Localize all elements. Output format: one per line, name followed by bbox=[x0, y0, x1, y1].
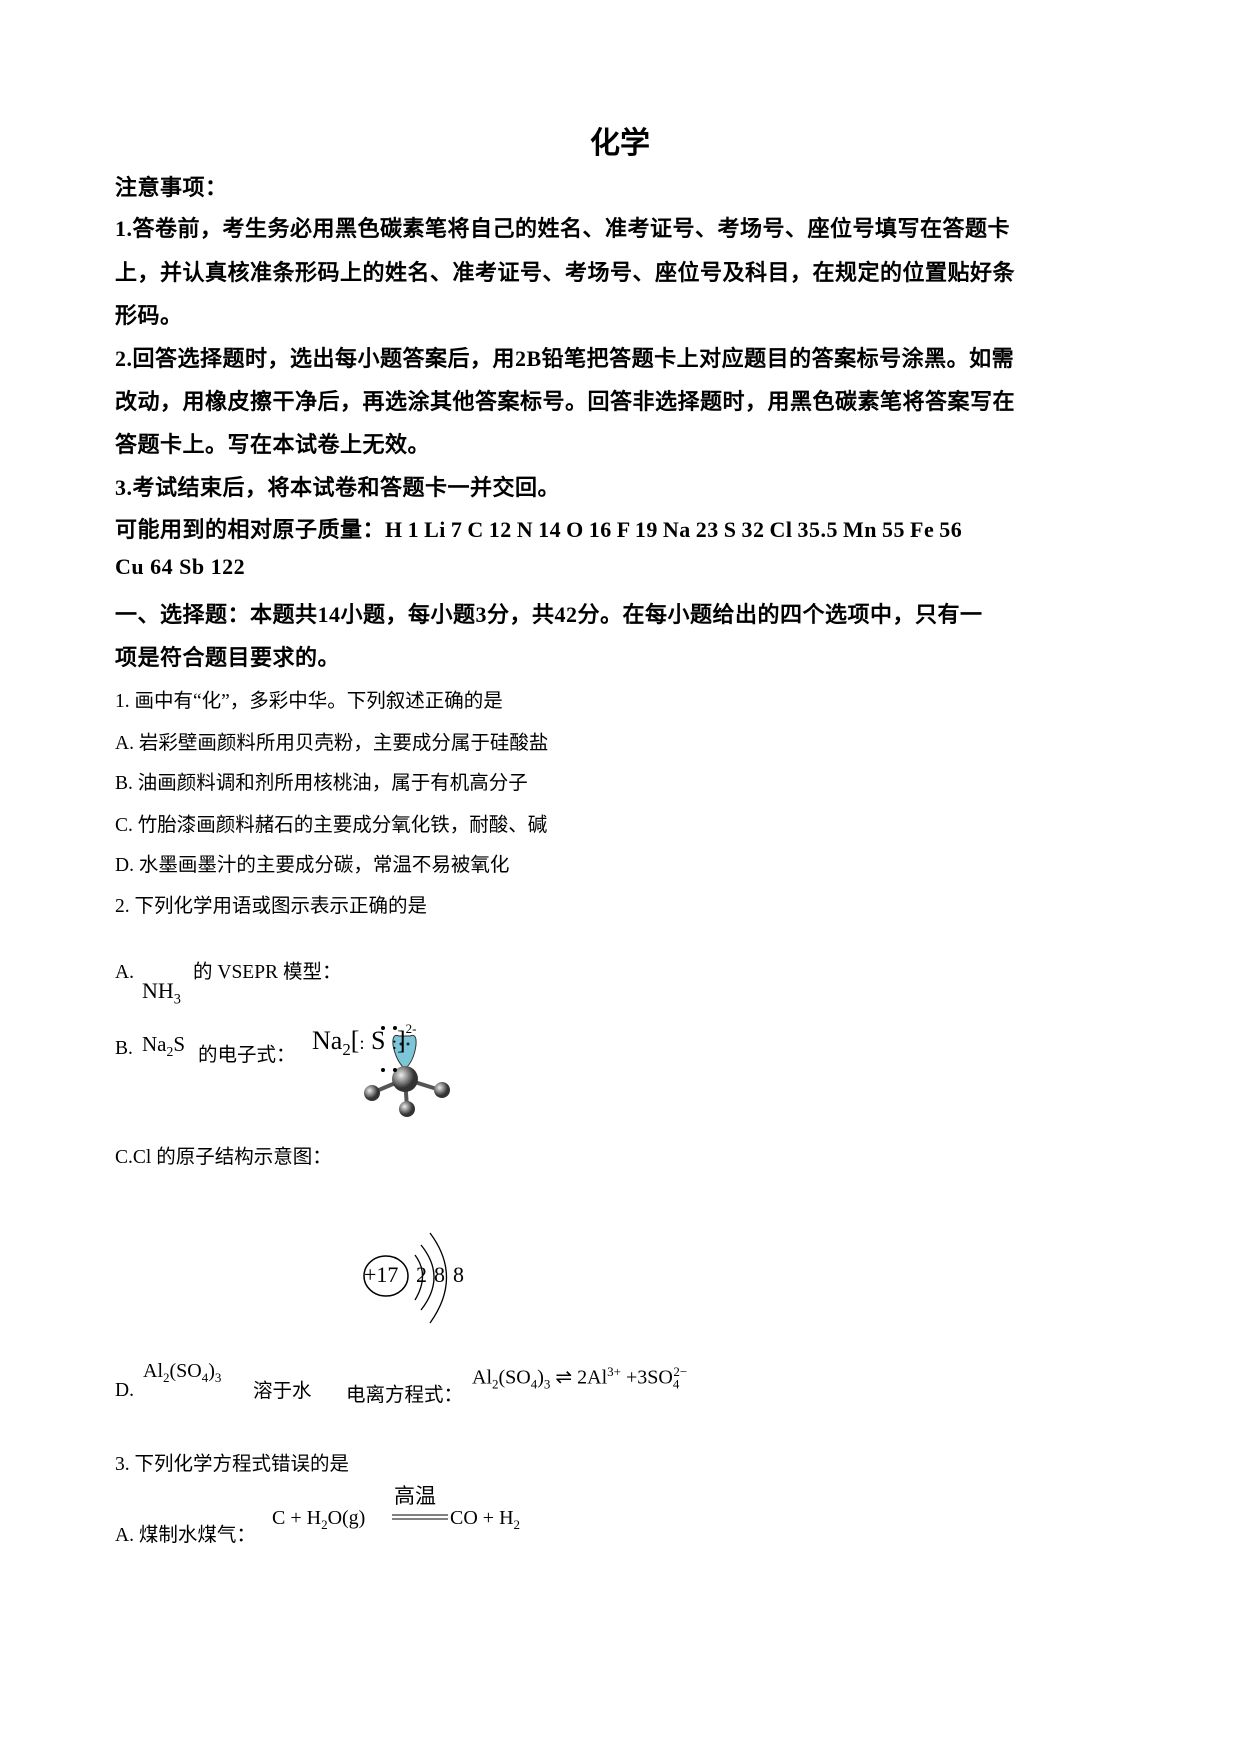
notice-line: 1.答卷前，考生务必用黑色碳素笔将自己的姓名、准考证号、考场号、座位号填写在答题… bbox=[115, 216, 1011, 241]
shell-electrons: 8 bbox=[453, 1262, 464, 1287]
ionization-equation: Al2(SO4)3 ⇌ 2Al3+ +3SO42− bbox=[472, 1364, 688, 1392]
atomic-masses: Cu 64 Sb 122 bbox=[115, 554, 246, 579]
option-a: A. 岩彩壁画颜料所用贝壳粉，主要成分属于硅酸盐 bbox=[115, 733, 549, 754]
ionization-label: 电离方程式： bbox=[346, 1385, 464, 1406]
notice-line: 改动，用橡皮擦干净后，再选涂其他答案标号。回答非选择题时，用黑色碳素笔将答案写在 bbox=[115, 389, 1016, 414]
dissolve-label: 溶于水 bbox=[253, 1381, 312, 1402]
option-label: D. bbox=[115, 1380, 134, 1401]
nh3-formula: NH3 bbox=[142, 978, 181, 1008]
reaction-condition: 高温 bbox=[394, 1484, 436, 1508]
shell-electrons: 8 bbox=[434, 1262, 445, 1287]
shell-electrons: 2 bbox=[416, 1262, 427, 1287]
notice-line: 上，并认真核准条形码上的姓名、准考证号、考场号、座位号及科目，在规定的位置贴好条 bbox=[115, 260, 1016, 285]
notice-heading: 注意事项： bbox=[115, 175, 228, 200]
al2so43-formula: Al2(SO4)3 bbox=[143, 1360, 222, 1385]
atomic-structure-label: C.Cl 的原子结构示意图： bbox=[115, 1147, 332, 1168]
section-heading: 项是符合题目要求的。 bbox=[115, 645, 341, 670]
question-1-stem: 1. 画中有“化”，多彩中华。下列叙述正确的是 bbox=[115, 691, 503, 712]
option-c: C. 竹胎漆画颜料赭石的主要成分氧化铁，耐酸、碱 bbox=[115, 815, 548, 836]
notice-line: 形码。 bbox=[115, 303, 183, 328]
electron-formula-label: 的电子式： bbox=[198, 1045, 296, 1066]
option-label: A. bbox=[115, 962, 134, 983]
option-a-label: A. 煤制水煤气： bbox=[115, 1525, 256, 1546]
notice-line: 2.回答选择题时，选出每小题答案后，用2B铅笔把答题卡上对应题目的答案标号涂黑。… bbox=[115, 346, 1015, 371]
option-b: B. 油画颜料调和剂所用核桃油，属于有机高分子 bbox=[115, 773, 528, 794]
notice-line: 3.考试结束后，将本试卷和答题卡一并交回。 bbox=[115, 475, 561, 500]
section-heading: 一、选择题：本题共14小题，每小题3分，共42分。在每小题给出的四个选项中，只有… bbox=[115, 602, 983, 627]
option-label: B. bbox=[115, 1038, 133, 1059]
na2s-electron-formula: Na2[: S :]2- bbox=[312, 1021, 417, 1060]
cl-atomic-structure-diagram bbox=[363, 1232, 448, 1324]
coal-gas-products: CO + H2 bbox=[450, 1507, 521, 1532]
coal-gas-equation: C + H2O(g) bbox=[272, 1507, 366, 1532]
nucleus-charge: +17 bbox=[364, 1262, 399, 1287]
option-d: D. 水墨画墨汁的主要成分碳，常温不易被氧化 bbox=[115, 855, 510, 876]
question-2-stem: 2. 下列化学用语或图示表示正确的是 bbox=[115, 896, 428, 917]
nh3-vsepr-model bbox=[364, 1034, 450, 1117]
vsepr-label: 的 VSEPR 模型： bbox=[193, 962, 342, 983]
page-title: 化学 bbox=[590, 127, 650, 160]
electron-dots bbox=[381, 1026, 397, 1072]
equals-sign bbox=[392, 1514, 448, 1520]
question-3-stem: 3. 下列化学方程式错误的是 bbox=[115, 1454, 350, 1475]
na2s-formula: Na2S bbox=[142, 1032, 186, 1060]
notice-line: 答题卡上。写在本试卷上无效。 bbox=[115, 432, 431, 457]
atomic-masses: 可能用到的相对原子质量：H 1 Li 7 C 12 N 14 O 16 F 19… bbox=[115, 517, 963, 542]
